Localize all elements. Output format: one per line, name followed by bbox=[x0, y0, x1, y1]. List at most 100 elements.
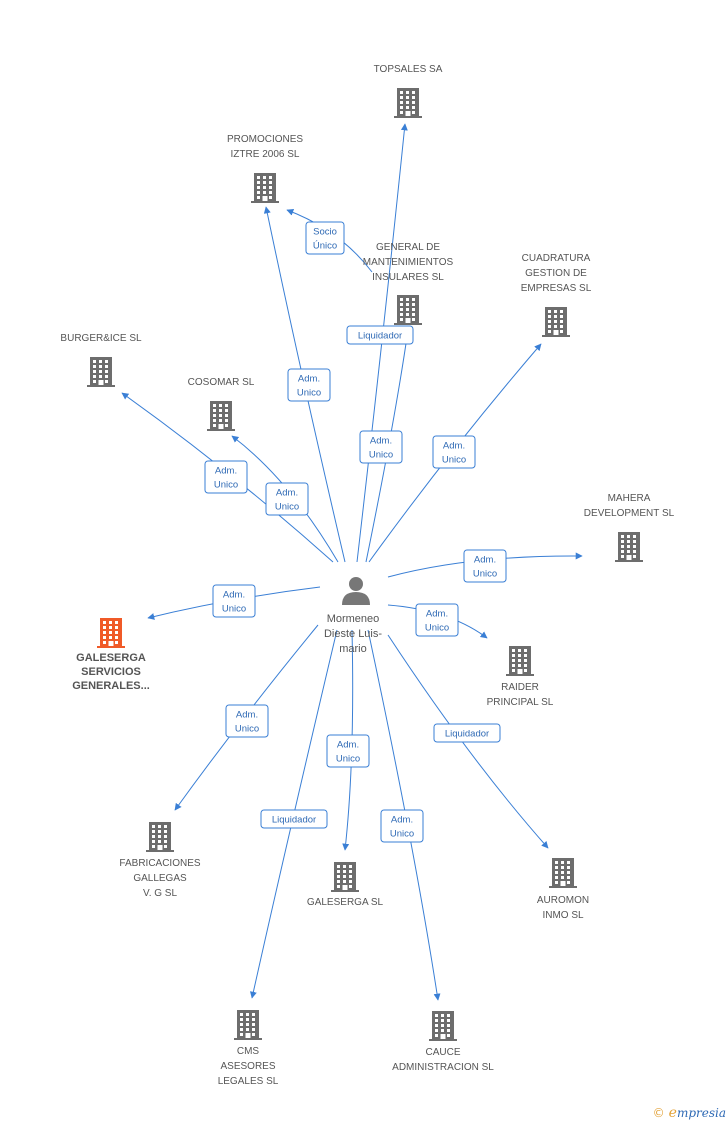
node-label: ASESORES bbox=[220, 1061, 275, 1072]
edge-label-box bbox=[260, 809, 328, 829]
node-label: BURGER&ICE SL bbox=[60, 333, 142, 344]
edge-label-fabricaciones[interactable]: Adm. Unico bbox=[225, 704, 269, 738]
node-label: GENERAL DE bbox=[376, 242, 440, 253]
edge-label-text: Adm. bbox=[426, 609, 448, 620]
node-topsales[interactable]: TOPSALES SA bbox=[374, 64, 443, 118]
building-icon bbox=[234, 1010, 262, 1040]
edge-label-cuadratura[interactable]: Adm.Unico bbox=[432, 435, 476, 469]
person-name: mario bbox=[339, 643, 367, 655]
building-icon bbox=[429, 1011, 457, 1041]
node-label: CAUCE bbox=[425, 1047, 460, 1058]
edge-label-galeserga_servicios[interactable]: Adm. Unico bbox=[212, 584, 256, 618]
node-label: IZTRE 2006 SL bbox=[231, 149, 300, 160]
node-label: V. G SL bbox=[143, 888, 178, 899]
person-name: Dieste Luis- bbox=[324, 628, 382, 640]
edge-label-cms[interactable]: Liquidador bbox=[260, 809, 328, 829]
edge-label-text: Unico bbox=[297, 388, 321, 399]
edge-labels-layer: Adm.UnicoAdm.UnicoLiquidadorSocioÚnicoAd… bbox=[204, 221, 507, 843]
edge-label-box bbox=[415, 603, 459, 637]
edge-label-text: Unico bbox=[275, 502, 299, 513]
edge-label-general[interactable]: Liquidador bbox=[346, 325, 414, 345]
edge-label-text: Liquidador bbox=[272, 815, 316, 826]
node-label: CUADRATURA bbox=[522, 253, 591, 264]
node-label: ADMINISTRACION SL bbox=[392, 1062, 494, 1073]
edge-label-box bbox=[346, 325, 414, 345]
node-galeserga_servicios[interactable]: GALESERGASERVICIOSGENERALES... bbox=[72, 618, 150, 692]
brand-footer: ©empresia bbox=[653, 1105, 726, 1121]
edge-label-text: Adm. bbox=[474, 555, 496, 566]
edge-label-text: Liquidador bbox=[445, 729, 489, 740]
building-icon bbox=[97, 618, 125, 648]
brand-initial: e bbox=[668, 1105, 677, 1121]
edge-label-text: Adm. bbox=[298, 374, 320, 385]
building-icon bbox=[394, 295, 422, 325]
edge-label-galeserga[interactable]: Adm. Unico bbox=[326, 734, 370, 768]
node-label: PRINCIPAL SL bbox=[487, 697, 554, 708]
edge-label-promociones[interactable]: Adm. Unico bbox=[287, 368, 331, 402]
node-fabricaciones[interactable]: FABRICACIONES GALLEGAS V. G SL bbox=[119, 822, 201, 899]
node-label: GALLEGAS bbox=[133, 873, 187, 884]
edge-label-text: Unico bbox=[425, 623, 449, 634]
node-label: INMO SL bbox=[542, 910, 584, 921]
building-icon bbox=[207, 401, 235, 431]
edge-center-to-auromon bbox=[387, 634, 549, 849]
edge-label-text: Adm. bbox=[443, 441, 465, 452]
node-burger[interactable]: BURGER&ICE SL bbox=[60, 333, 142, 387]
edge-label-text: Unico bbox=[222, 604, 246, 615]
edge-label-box bbox=[212, 584, 256, 618]
building-icon bbox=[251, 173, 279, 203]
building-icon bbox=[146, 822, 174, 852]
node-label: LEGALES SL bbox=[218, 1076, 279, 1087]
edge-label-text: Unico bbox=[473, 569, 497, 580]
edge-label-text: Adm. bbox=[236, 710, 258, 721]
copyright-symbol: © bbox=[652, 1106, 665, 1120]
edge-label-auromon[interactable]: Liquidador bbox=[433, 723, 501, 743]
node-galeserga[interactable]: GALESERGA SL bbox=[307, 862, 384, 908]
edge-label-text: Unico bbox=[214, 480, 238, 491]
edge-label-raider[interactable]: Adm. Unico bbox=[415, 603, 459, 637]
edge-center-to-cms bbox=[249, 629, 338, 999]
edge-label-topsales[interactable]: Adm.Unico bbox=[359, 430, 403, 464]
node-cauce[interactable]: CAUCE ADMINISTRACION SL bbox=[392, 1011, 494, 1073]
edge-label-box bbox=[463, 549, 507, 583]
edge-label-text: Unico bbox=[235, 724, 259, 735]
edge-label-text: Adm. bbox=[223, 590, 245, 601]
node-cuadratura[interactable]: CUADRATURA GESTION DE EMPRESAS SL bbox=[521, 253, 592, 337]
edge-label-cosomar[interactable]: Adm.Unico bbox=[265, 482, 309, 516]
building-icon bbox=[615, 532, 643, 562]
edge-label-box bbox=[265, 482, 309, 516]
node-label: TOPSALES SA bbox=[374, 64, 443, 75]
edge-label-burger[interactable]: Adm.Unico bbox=[204, 460, 248, 494]
edge-label-text: Unico bbox=[336, 754, 360, 765]
node-label: EMPRESAS SL bbox=[521, 283, 592, 294]
node-label: GESTION DE bbox=[525, 268, 587, 279]
edge-label-box bbox=[433, 723, 501, 743]
node-label: DEVELOPMENT SL bbox=[584, 508, 675, 519]
building-icon bbox=[542, 307, 570, 337]
edge-label-box bbox=[359, 430, 403, 464]
edge-label-text: Adm. bbox=[337, 740, 359, 751]
node-label: CMS bbox=[237, 1046, 260, 1057]
edge-label-box bbox=[432, 435, 476, 469]
node-cosomar[interactable]: COSOMAR SL bbox=[188, 377, 255, 431]
node-label: FABRICACIONES bbox=[119, 858, 200, 869]
edge-label-text: Adm. bbox=[391, 815, 413, 826]
edge-label-text: Unico bbox=[390, 829, 414, 840]
building-icon bbox=[549, 858, 577, 888]
edge-label-text: Unico bbox=[369, 450, 393, 461]
person-icon bbox=[342, 577, 370, 605]
node-label: COSOMAR SL bbox=[188, 377, 255, 388]
node-label: SERVICIOS bbox=[81, 666, 141, 678]
edge-label-cauce[interactable]: Adm. Unico bbox=[380, 809, 424, 843]
edge-label-mahera[interactable]: Adm. Unico bbox=[463, 549, 507, 583]
node-cms[interactable]: CMS ASESORES LEGALES SL bbox=[218, 1010, 279, 1087]
